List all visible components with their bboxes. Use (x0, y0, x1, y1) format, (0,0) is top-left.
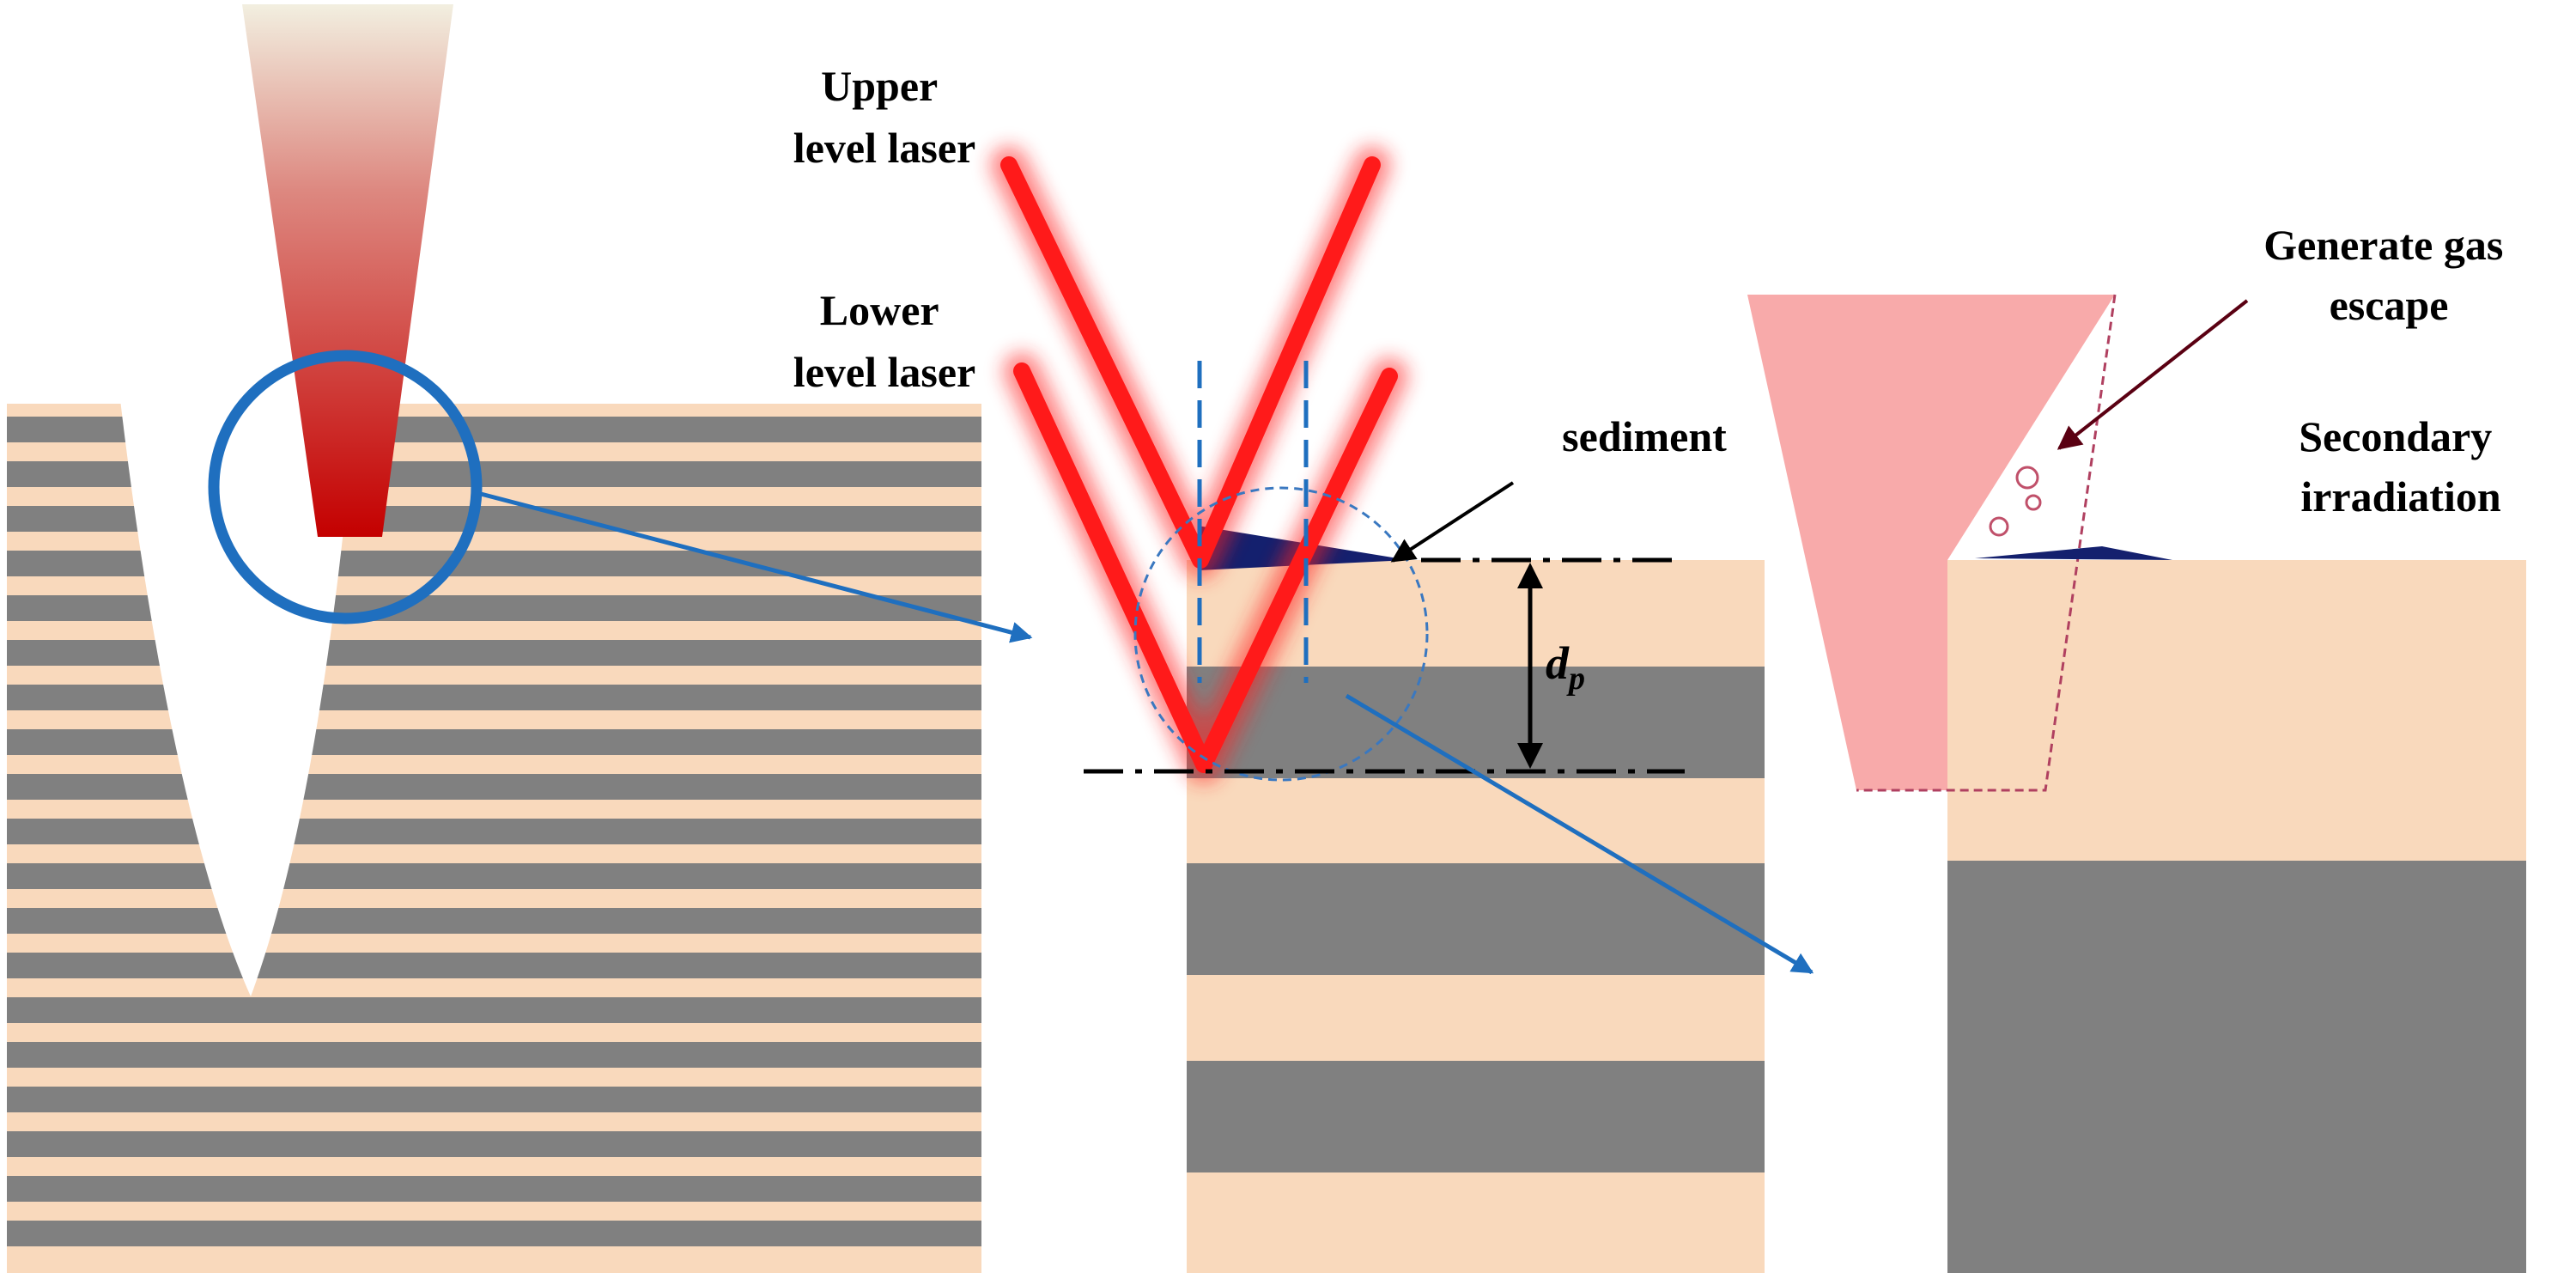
right-sediment (1975, 546, 2172, 560)
left-dark-layer (7, 953, 981, 978)
detail-circle (1133, 486, 1429, 782)
lower-level-laser-beam (1013, 362, 1398, 773)
middle-layered-block (1187, 560, 1765, 1273)
generate-gas-escape-label: Generate gas escape (2263, 221, 2514, 329)
left-dark-layer (7, 863, 981, 889)
sediment-pointer-arrow (1390, 481, 1515, 563)
depth-label: dp (1546, 637, 1585, 697)
left-dark-layer (7, 997, 981, 1023)
lower-level-laser-label: Lower level laser (793, 286, 975, 396)
left-dark-layer (7, 819, 981, 844)
secondary-beam (1747, 295, 2115, 790)
right-layered-block (1947, 560, 2526, 1273)
incident-laser-beam (242, 4, 453, 537)
zoom-circle-icon (208, 350, 483, 624)
left-dark-layer (7, 729, 981, 755)
drilled-hole (120, 399, 356, 996)
detail-zoom-arrow-icon (1345, 693, 1814, 975)
beam-width-guides (1197, 361, 1309, 683)
depth-reference-lines (1084, 557, 1685, 774)
left-dark-layer (7, 1042, 981, 1068)
upper-level-laser-label: Upper level laser (793, 62, 975, 172)
gas-bubble-icon (1989, 466, 2042, 537)
zoom-arrow-icon (480, 491, 1033, 643)
left-dark-layer (7, 640, 981, 666)
double-arrow-icon (1517, 563, 1543, 769)
sediment-label: sediment (1562, 412, 1727, 460)
left-dark-layer (7, 1176, 981, 1202)
left-dark-layer (7, 908, 981, 934)
left-dark-layer (7, 685, 981, 710)
left-dark-layer (7, 1131, 981, 1157)
secondary-irradiation-label: Secondary irradiation (2299, 412, 2503, 521)
left-layered-block (7, 399, 981, 1273)
beam-outline-dashed (1856, 294, 2117, 792)
gas-pointer-arrow (2057, 299, 2249, 450)
left-dark-layer (7, 774, 981, 800)
left-dark-layer (7, 1221, 981, 1246)
left-dark-layer (7, 1087, 981, 1112)
